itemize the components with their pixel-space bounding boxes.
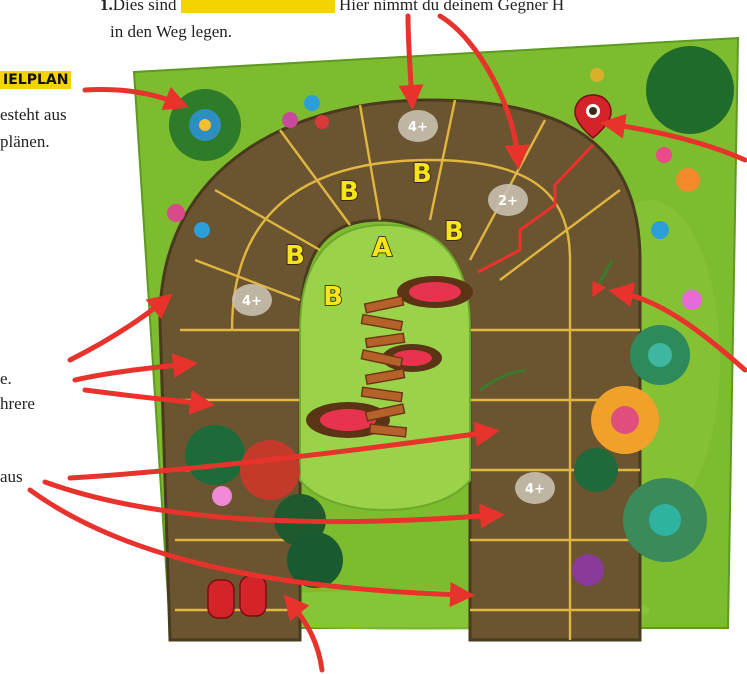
marker-label-3: 4+ bbox=[242, 294, 262, 309]
path-marker-4: 4+ bbox=[515, 472, 555, 504]
marker-label-1: 4+ bbox=[408, 120, 428, 135]
marker-label-2: 2+ bbox=[498, 194, 518, 209]
path-marker-1: 4+ bbox=[398, 110, 438, 142]
path-marker-3: 4+ bbox=[232, 284, 272, 316]
tile-letter-b5: B bbox=[323, 282, 343, 312]
center-island bbox=[300, 225, 470, 510]
tile-letter-b2: B bbox=[412, 159, 432, 189]
tile-letter-b3: B bbox=[285, 241, 305, 271]
tile-letter-b1: B bbox=[339, 177, 359, 207]
path-marker-2: 2+ bbox=[488, 184, 528, 216]
marker-label-4: 4+ bbox=[525, 482, 545, 497]
tile-letter-b4: B bbox=[444, 217, 464, 247]
tile-letter-a: A bbox=[372, 233, 392, 263]
